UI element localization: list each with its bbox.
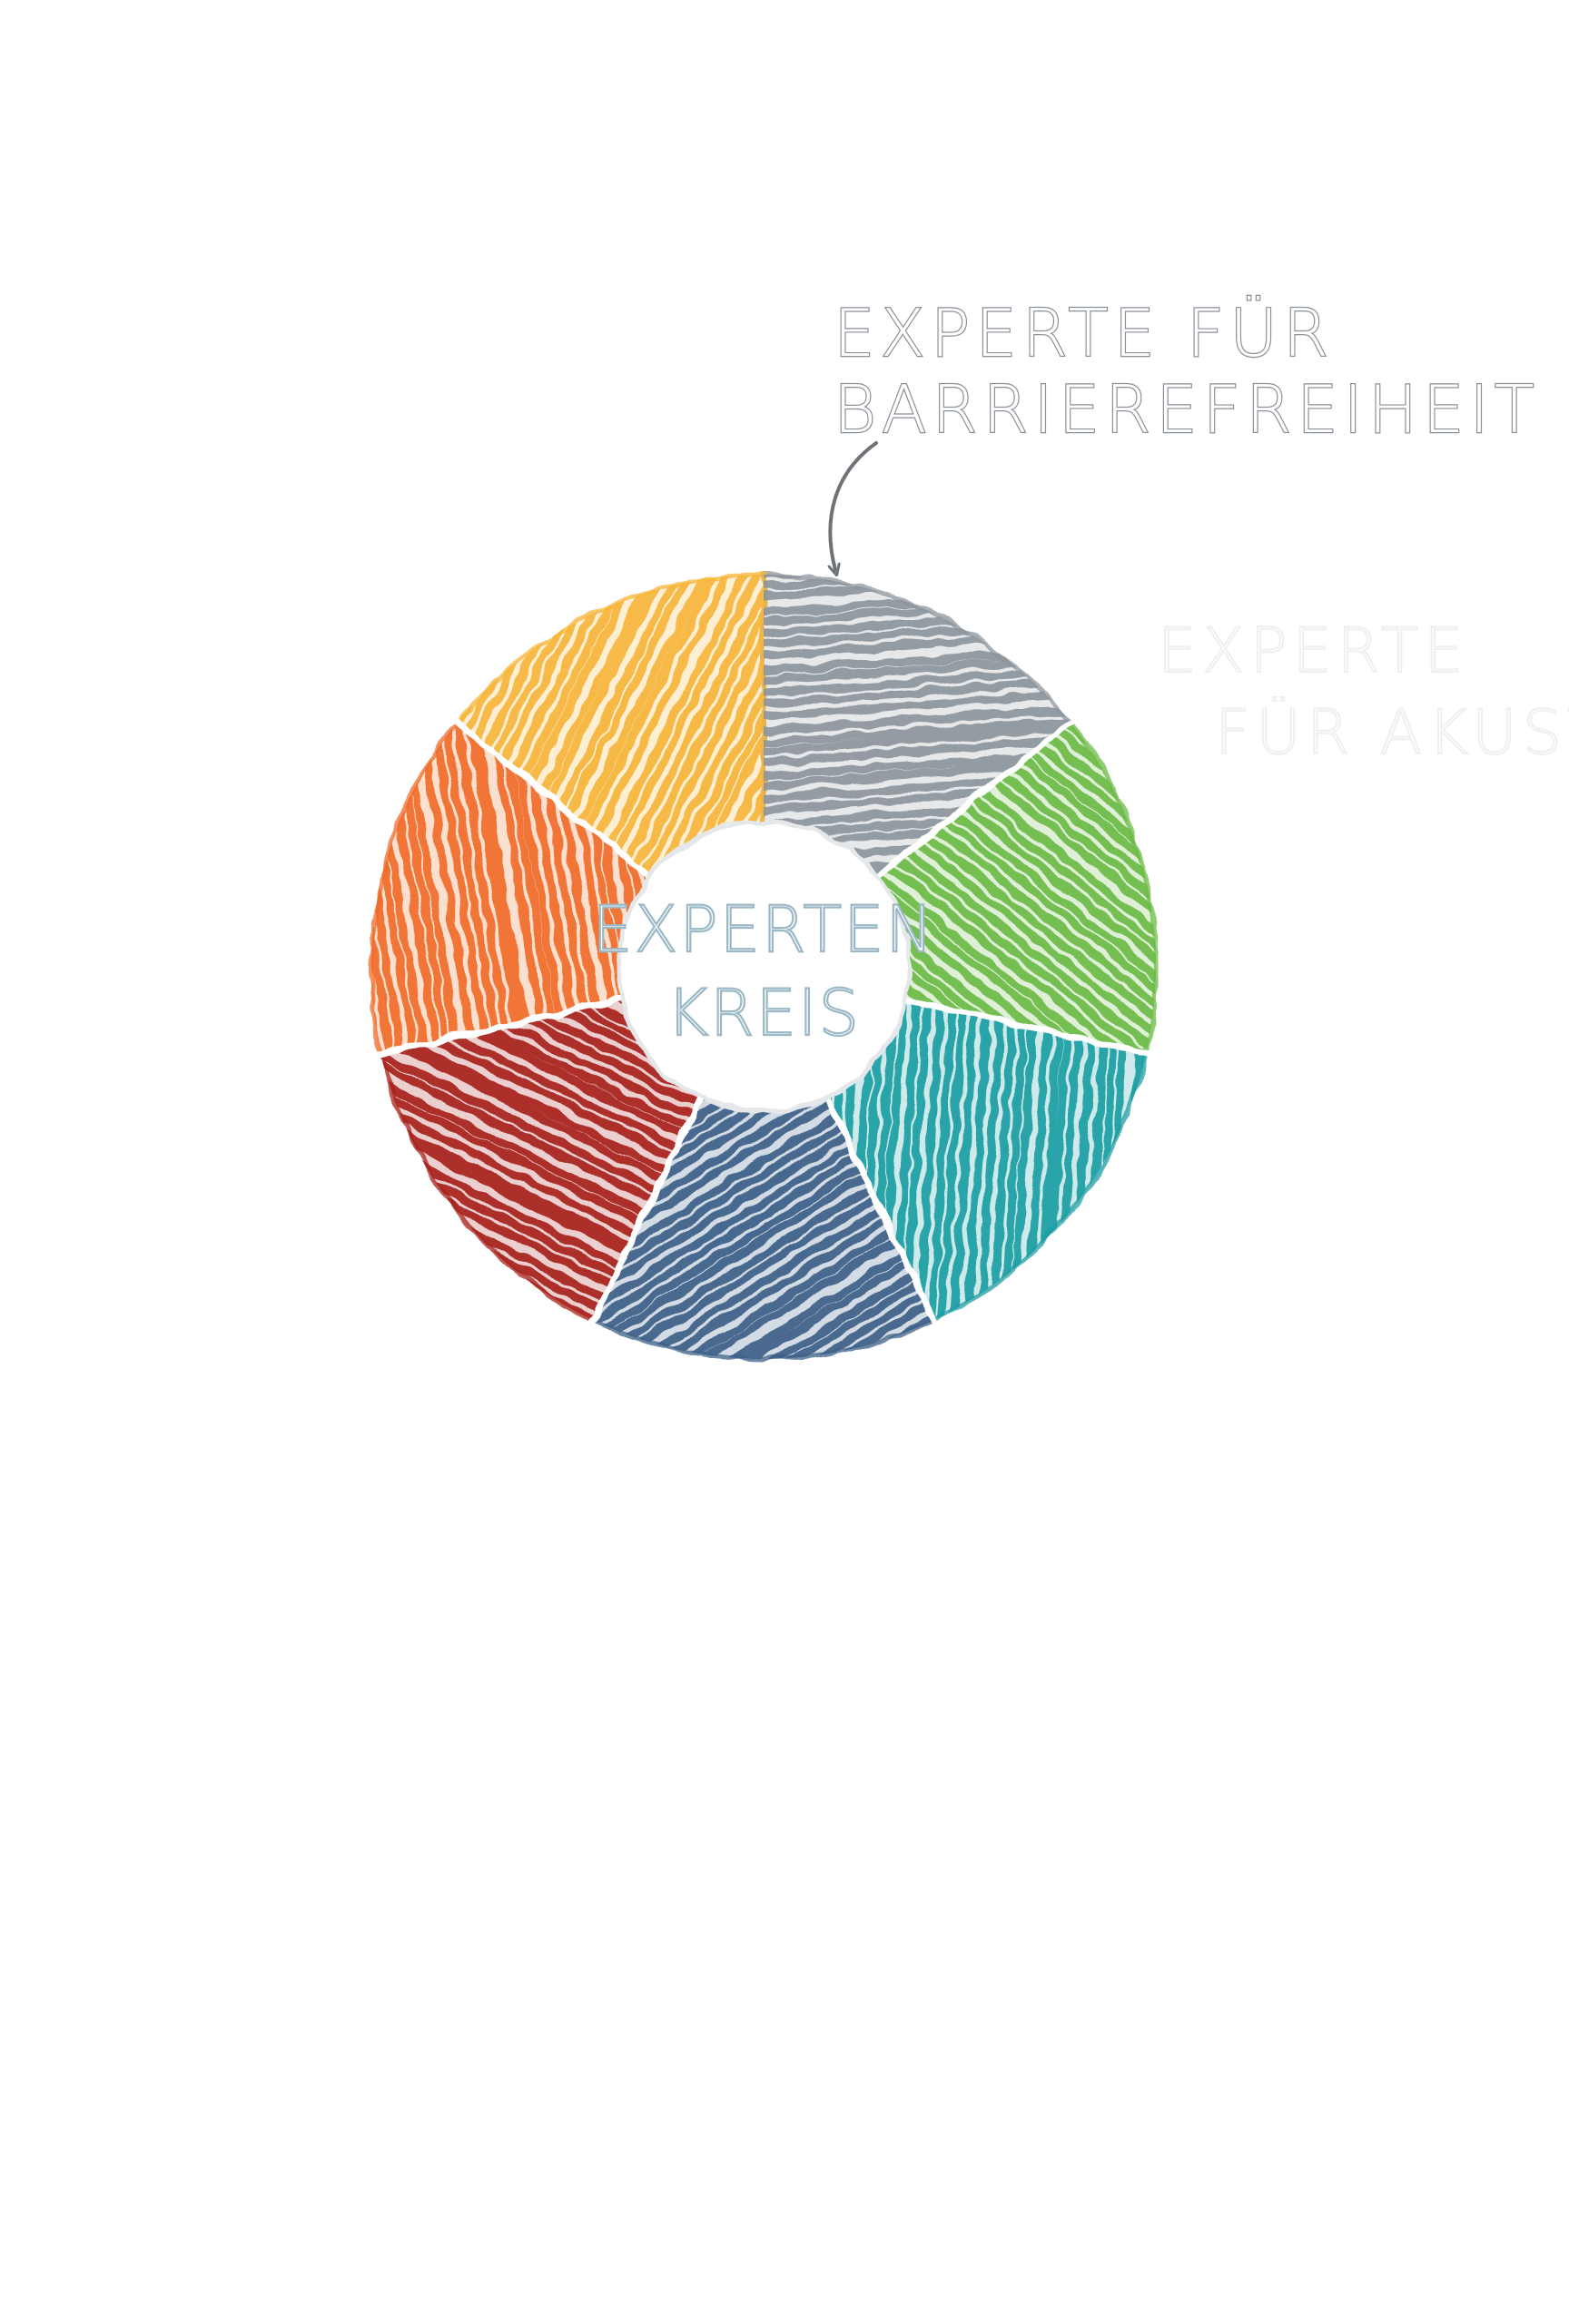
label-akustik-line1: EXPERTE xyxy=(1158,615,1468,687)
segment-divider xyxy=(449,715,658,883)
segment-divider xyxy=(372,994,631,1059)
center-label-line1: EXPERTEN xyxy=(592,892,935,967)
segment-divider xyxy=(869,715,1078,883)
segment-divider xyxy=(896,994,1155,1059)
label-barriere-line1: EXPERTE FÜR xyxy=(834,295,1334,371)
center-hole xyxy=(616,819,912,1115)
segment-divider xyxy=(587,1089,706,1329)
segment-hatch-grey xyxy=(764,575,1071,878)
label-barriere-line2: BARRIEREFREIHEIT xyxy=(834,371,1540,448)
label-akustik-line2: FÜR AKUSTIK xyxy=(1215,697,1569,769)
segment-divider xyxy=(821,1089,940,1329)
center-label-line2: KREIS xyxy=(666,976,861,1050)
pointer-arrow xyxy=(830,441,878,570)
segment-hatch-orange xyxy=(370,722,652,1055)
